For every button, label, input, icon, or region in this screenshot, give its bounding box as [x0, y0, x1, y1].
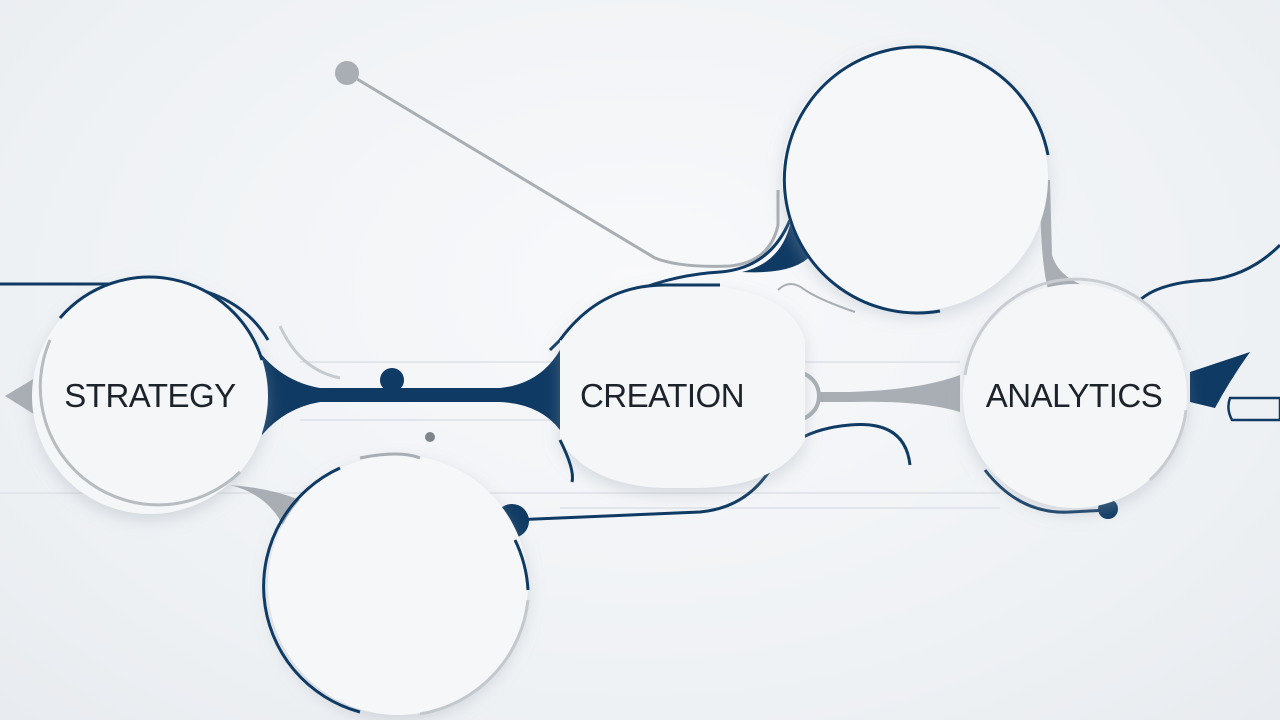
connector-top-gray: [335, 61, 780, 268]
bottom-bubble: [268, 455, 528, 715]
strategy-inner-arc: [278, 325, 341, 380]
strategy-label: STRATEGY: [64, 377, 236, 414]
connector-strategy-creation: [262, 350, 560, 435]
node-creation: CREATION: [558, 283, 805, 488]
node-strategy: STRATEGY: [32, 275, 268, 514]
strategy-bubble: [32, 278, 268, 514]
left-arrow-shape: [5, 375, 40, 418]
top-bubble: [782, 45, 1048, 311]
bottom-bubble-outline-navy: [262, 466, 361, 714]
bottom-bubble-outline-gray: [359, 452, 421, 460]
analytics-bubble: [963, 284, 1187, 508]
small-loop: [777, 283, 856, 313]
connector-right-navy: [1138, 243, 1280, 422]
bottom-bubble-outline-navy-right: [513, 539, 530, 591]
creation-bubble: [560, 285, 805, 488]
connector-dot: [335, 61, 359, 85]
top-bubble-outline: [782, 45, 1050, 315]
analytics-label: ANALYTICS: [986, 377, 1162, 414]
connector-top-analytics: [1040, 180, 1100, 295]
junction-dot: [380, 368, 404, 392]
bottom-bubble-outline-gray-right: [419, 599, 530, 716]
creation-label: CREATION: [580, 377, 744, 414]
small-dot: [425, 432, 435, 442]
node-analytics: ANALYTICS: [963, 277, 1188, 508]
